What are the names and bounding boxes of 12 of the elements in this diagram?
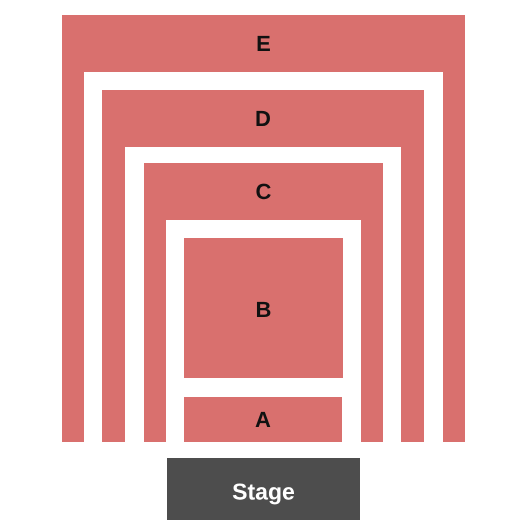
seating-section	[184, 238, 343, 378]
section-label: C	[256, 179, 272, 205]
section-label: D	[255, 106, 271, 132]
seating-section	[102, 90, 424, 442]
section-label: E	[256, 31, 271, 57]
stage-label: Stage	[232, 478, 295, 506]
stage-block	[167, 458, 360, 520]
section-label: A	[255, 407, 271, 433]
section-label: B	[256, 297, 272, 323]
seating-section	[62, 15, 465, 442]
seating-section	[144, 163, 383, 442]
seating-section	[184, 397, 342, 442]
